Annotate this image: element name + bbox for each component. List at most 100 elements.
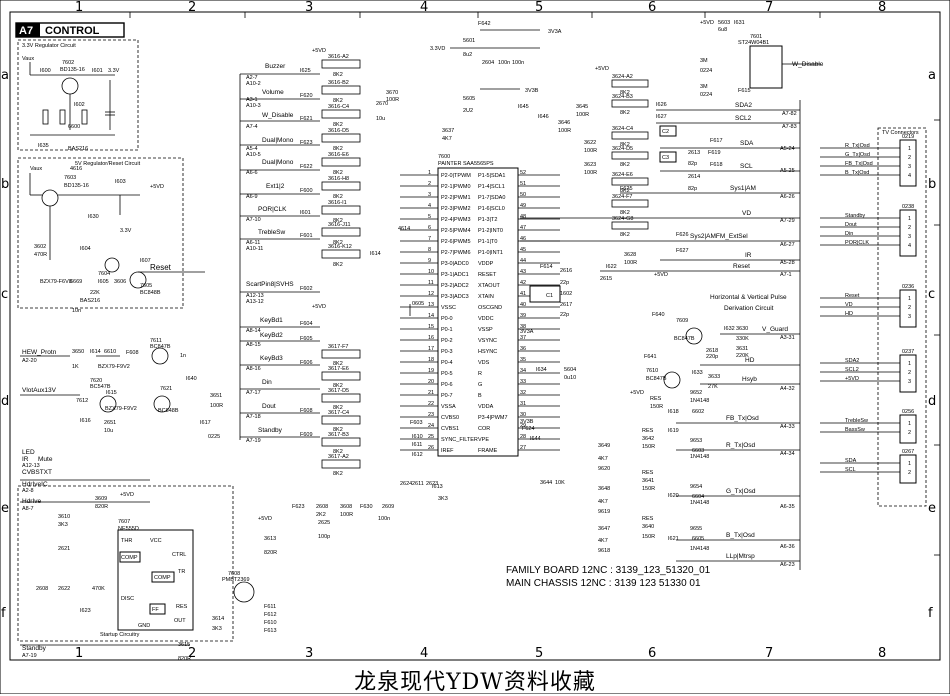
svg-text:5603: 5603 <box>718 20 730 26</box>
svg-text:3602: 3602 <box>34 244 46 250</box>
svg-text:A7-10: A7-10 <box>246 217 261 223</box>
svg-text:F621: F621 <box>300 116 313 122</box>
svg-text:8u2: 8u2 <box>463 52 472 58</box>
svg-text:2624: 2624 <box>400 481 412 487</box>
ic-left-pin-label: P2-5|PWM4 <box>441 228 471 234</box>
ic-right-pin-label: R <box>478 371 482 377</box>
svg-text:22p: 22p <box>560 312 569 318</box>
svg-text:F626: F626 <box>676 232 689 238</box>
ic-right-pin-label: P1-2|INT0 <box>478 228 503 234</box>
svg-text:LED: LED <box>22 449 35 456</box>
grid-row-a: a <box>928 68 936 83</box>
ic-right-pin-label: OSCGND <box>478 305 502 311</box>
connector-pin-label: BassSw <box>845 427 865 433</box>
connector-body <box>899 414 917 444</box>
svg-text:9655: 9655 <box>690 526 702 532</box>
svg-text:3609: 3609 <box>95 496 107 502</box>
svg-text:I602: I602 <box>74 102 85 108</box>
grid-row-b-left: b <box>1 177 9 192</box>
svg-text:COMP: COMP <box>121 555 138 561</box>
svg-text:3V3A: 3V3A <box>520 329 534 335</box>
svg-text:Reset: Reset <box>733 263 750 270</box>
svg-text:3.3V: 3.3V <box>108 68 120 74</box>
svg-text:3616-K12: 3616-K12 <box>328 244 352 250</box>
svg-text:A10-11: A10-11 <box>246 246 263 252</box>
ic-right-pin-number: 40 <box>520 302 526 308</box>
svg-text:CVBSTXT: CVBSTXT <box>22 469 52 476</box>
ic-right-pin-number: 45 <box>520 247 526 253</box>
footer: FAMILY BOARD 12NC : 3139_123_51320_01 MA… <box>506 565 711 589</box>
svg-text:22p: 22p <box>560 280 569 286</box>
connector-pin-label: Din <box>845 231 853 237</box>
svg-text:820R: 820R <box>178 656 191 662</box>
svg-text:470K: 470K <box>92 586 105 592</box>
svg-text:+5VD: +5VD <box>700 20 714 26</box>
svg-text:3616-I1: 3616-I1 <box>328 200 347 206</box>
svg-text:6604: 6604 <box>692 494 704 500</box>
svg-text:F608: F608 <box>300 408 313 414</box>
svg-text:7601: 7601 <box>750 34 762 40</box>
ic-left-pin-number: 9 <box>428 258 431 264</box>
reg5-block: 5V Regulator/Reset Circuit Vaux 4616 760… <box>17 157 205 314</box>
ic-7600: 7600 PAINTER SAA5565PS <box>437 154 519 457</box>
ic-left-pin-number: 2 <box>428 181 431 187</box>
grid-col-5: 5 <box>535 0 543 15</box>
svg-text:6603: 6603 <box>692 448 704 454</box>
svg-text:9654: 9654 <box>690 484 702 490</box>
svg-text:7605: 7605 <box>140 283 152 289</box>
connector-pin-number: 1 <box>908 216 911 222</box>
grid-col-6: 6 <box>648 0 656 15</box>
connector-pin-label: TrebleSw <box>845 418 868 424</box>
left-port-lines <box>239 73 320 440</box>
ic-left-pin-number: 26 <box>428 445 434 451</box>
svg-text:82p: 82p <box>688 161 697 167</box>
svg-text:A2-8: A2-8 <box>22 488 34 494</box>
svg-text:1N4148: 1N4148 <box>690 500 709 506</box>
ic-left-pin-label: P0-3 <box>441 349 453 355</box>
grid-rows: a b c d e f a b c d e f <box>1 68 936 621</box>
grid-row-e: e <box>928 501 936 516</box>
svg-text:7610: 7610 <box>646 368 658 374</box>
ic-left-pin-label: P2-2|PWM1 <box>441 195 471 201</box>
svg-text:2651: 2651 <box>104 420 116 426</box>
ic-left-pin-label: P2-1|PWM0 <box>441 184 471 190</box>
svg-text:A7-18: A7-18 <box>246 414 261 420</box>
svg-text:BD135-16: BD135-16 <box>64 183 89 189</box>
connector-pin-label: SDA2 <box>845 358 859 364</box>
ic-right-pin-label: P1-7|SDA0 <box>478 195 505 201</box>
ic-right-pin-label: COR <box>478 426 490 432</box>
svg-text:0224: 0224 <box>700 68 712 74</box>
svg-text:150R: 150R <box>642 486 655 492</box>
grid-col-8-bottom: 8 <box>878 646 886 661</box>
ic-right-pin-number: 48 <box>520 214 526 220</box>
ic-right-pin-label: P1-4|SCL1 <box>478 184 505 190</box>
svg-text:100R: 100R <box>558 128 571 134</box>
svg-text:LLp|Mtrsp: LLp|Mtrsp <box>726 553 755 560</box>
svg-text:KeyBd3: KeyBd3 <box>260 355 283 362</box>
grid-col-7-bottom: 7 <box>765 646 773 661</box>
svg-text:4K7: 4K7 <box>598 538 608 544</box>
ic-left-pin-label: CVBS0 <box>441 415 459 421</box>
connector-pin-number: 2 <box>908 305 911 311</box>
svg-text:TR: TR <box>178 569 185 575</box>
svg-text:F624: F624 <box>522 426 535 432</box>
svg-text:F608: F608 <box>126 350 139 356</box>
grid-col-2: 2 <box>188 0 196 15</box>
svg-text:3.3V: 3.3V <box>120 228 132 234</box>
ic-right-pin-number: 29 <box>520 423 526 429</box>
svg-text:3624-F7: 3624-F7 <box>612 194 633 200</box>
svg-text:3617-E6: 3617-E6 <box>328 366 349 372</box>
ic-right-pin-number: 44 <box>520 258 526 264</box>
svg-text:3649: 3649 <box>598 443 610 449</box>
connector-pin-number: 3 <box>908 379 911 385</box>
svg-text:6605: 6605 <box>692 536 704 542</box>
svg-text:F600: F600 <box>300 188 313 194</box>
ic-right-pin-label: P1-6|SCL0 <box>478 206 505 212</box>
svg-text:A6-36: A6-36 <box>780 544 795 550</box>
svg-text:820R: 820R <box>264 550 277 556</box>
reg33-title: 3.3V Regulator Circuit <box>22 43 76 49</box>
svg-text:7603: 7603 <box>64 175 76 181</box>
